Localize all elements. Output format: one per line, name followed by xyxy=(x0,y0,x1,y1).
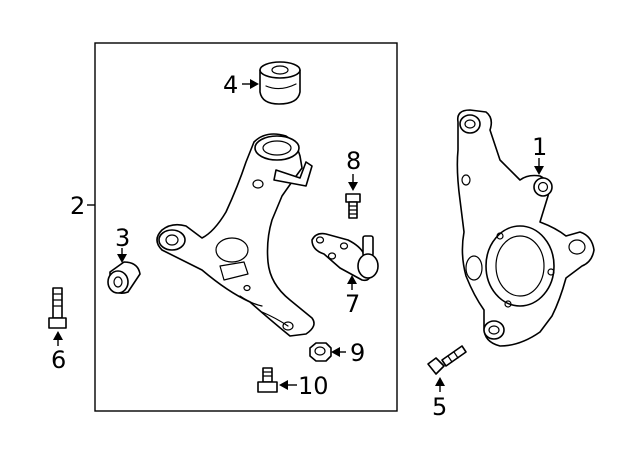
part-3-arm-bushing[interactable] xyxy=(107,261,141,294)
part-8-bolt[interactable] xyxy=(345,193,361,219)
callout-1: 1 xyxy=(532,133,547,161)
part-7-ball-joint[interactable] xyxy=(311,232,379,282)
part-10-bolt[interactable] xyxy=(257,367,278,393)
callout-10: 10 xyxy=(298,372,329,400)
callout-2: 2 xyxy=(70,192,85,220)
part-9-nut[interactable] xyxy=(309,342,332,362)
assembly-frame xyxy=(94,42,398,412)
callout-3: 3 xyxy=(115,224,130,252)
part-1-steering-knuckle[interactable] xyxy=(456,109,595,347)
callout-7: 7 xyxy=(345,290,360,318)
callout-5: 5 xyxy=(432,393,447,421)
part-5-bolt[interactable] xyxy=(427,345,467,375)
callout-6: 6 xyxy=(51,346,66,374)
part-2-lower-control-arm[interactable] xyxy=(156,133,315,337)
callout-4: 4 xyxy=(223,71,238,99)
callout-9: 9 xyxy=(350,339,365,367)
part-6-bolt[interactable] xyxy=(48,287,67,329)
part-4-bushing[interactable] xyxy=(259,61,301,105)
callout-8: 8 xyxy=(346,147,361,175)
